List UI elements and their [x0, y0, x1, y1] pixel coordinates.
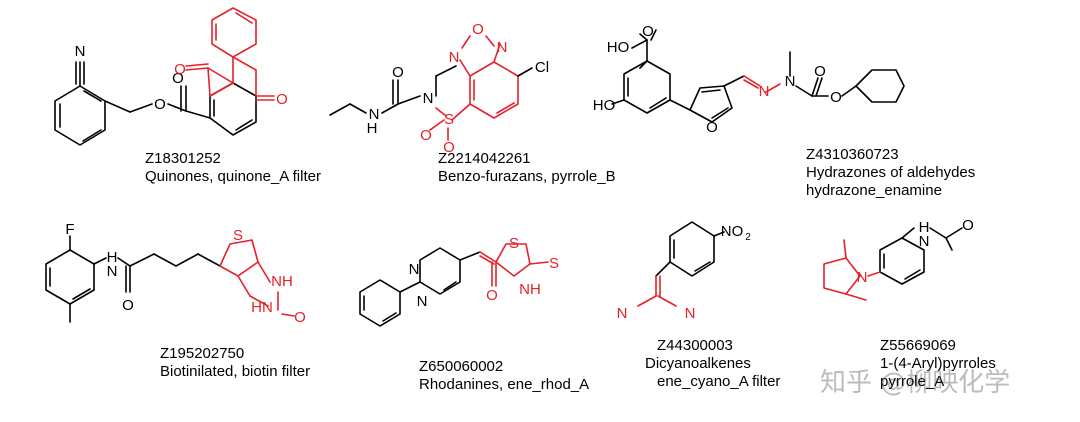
molecule-z650060002: N N S S NH O	[359, 235, 559, 327]
compound-desc: Benzo-furazans, pyrrole_B	[438, 168, 616, 185]
atom-Cl: Cl	[535, 59, 549, 76]
atom-O: O	[443, 139, 455, 156]
atom-HO: HO	[607, 39, 630, 56]
compound-id: Z650060002	[419, 358, 504, 375]
atom-N: N	[75, 43, 86, 60]
atom-H: H	[919, 219, 930, 236]
atom-N: N	[449, 49, 460, 66]
atom-N: N	[369, 106, 380, 123]
atom-O: O	[486, 287, 498, 304]
caption-z195202750: Z195202750 Biotinilated, biotin filter	[160, 345, 310, 381]
compound-desc: Hydrazones of aldehydes	[806, 164, 976, 181]
compound-desc: ene_cyano_A filter	[657, 373, 781, 390]
compound-desc: 1-(4-Aryl)pyrroles	[880, 355, 996, 372]
atom-O: O	[814, 63, 826, 80]
atom-S: S	[444, 111, 454, 128]
compound-id: Z55669069	[880, 337, 956, 354]
compound-id: Z2214042261	[438, 150, 531, 167]
molecule-z195202750: F H N O S NH HN O	[45, 221, 306, 326]
compound-desc: Rhodanines, ene_rhod_A	[419, 376, 590, 393]
atom-HO: HO	[593, 97, 616, 114]
atom-NH: NH	[519, 281, 541, 298]
atom-NH: NH	[271, 273, 293, 290]
compound-desc: hydrazone_enamine	[806, 182, 942, 199]
caption-z4310360723: Z4310360723 Hydrazones of aldehydes hydr…	[806, 146, 975, 200]
subscript-2: 2	[745, 232, 751, 243]
atom-O: O	[122, 297, 134, 314]
atom-N: N	[423, 90, 434, 107]
atom-HN: HN	[251, 299, 273, 316]
atom-F: F	[65, 221, 74, 238]
atom-NO2: NO	[721, 223, 744, 240]
atom-O: O	[830, 89, 842, 106]
atom-N: N	[417, 293, 428, 310]
atom-O: O	[962, 217, 974, 234]
molecule-z18301252: N O O O O	[54, 7, 288, 146]
atom-O: O	[174, 61, 186, 78]
atom-O: O	[420, 127, 432, 144]
atom-N: N	[785, 73, 796, 90]
compound-desc: Dicyanoalkenes	[645, 355, 751, 372]
compound-id: Z4310360723	[806, 146, 899, 163]
compound-desc: Quinones, quinone_A filter	[145, 168, 321, 185]
compound-id: Z18301252	[145, 150, 221, 167]
atom-N: N	[685, 305, 696, 322]
atom-N: N	[409, 261, 420, 278]
atom-N: N	[497, 39, 508, 56]
molecule-z2214042261: N H O N S O O N O N Cl	[329, 21, 549, 156]
compound-id: Z195202750	[160, 345, 245, 362]
atom-N: N	[759, 83, 770, 100]
watermark: 知乎 @柳映化学	[820, 368, 1011, 398]
molecule-z44300003: NO 2 N N	[617, 221, 751, 322]
atom-O: O	[294, 309, 306, 326]
compound-id: Z44300003	[657, 337, 733, 354]
molecule-z4310360723: O HO HO O N N O O	[593, 23, 905, 136]
atom-O: O	[472, 21, 484, 38]
atom-N: N	[919, 233, 930, 250]
atom-N: N	[107, 263, 118, 280]
atom-N: N	[857, 269, 868, 286]
atom-O: O	[642, 23, 654, 40]
caption-z650060002: Z650060002 Rhodanines, ene_rhod_A	[419, 358, 589, 394]
molecule-z55669069: H N O N	[823, 217, 974, 301]
atom-S: S	[509, 235, 519, 252]
caption-z44300003: Z44300003 Dicyanoalkenes ene_cyano_A fil…	[645, 337, 780, 391]
atom-O: O	[392, 64, 404, 81]
atom-H: H	[367, 120, 378, 137]
atom-S: S	[233, 227, 243, 244]
atom-H: H	[107, 249, 118, 266]
atom-O: O	[276, 91, 288, 108]
caption-z2214042261: Z2214042261 Benzo-furazans, pyrrole_B	[438, 150, 616, 186]
compound-desc: Biotinilated, biotin filter	[160, 363, 311, 380]
compound-desc: pyrrole_A	[880, 373, 945, 390]
atom-O: O	[706, 119, 718, 136]
atom-S: S	[549, 255, 559, 272]
atom-O: O	[172, 70, 184, 87]
atom-N: N	[617, 305, 628, 322]
caption-z55669069: Z55669069 1-(4-Aryl)pyrroles pyrrole_A	[880, 337, 996, 391]
caption-z18301252: Z18301252 Quinones, quinone_A filter	[145, 150, 321, 186]
atom-O: O	[154, 96, 166, 113]
